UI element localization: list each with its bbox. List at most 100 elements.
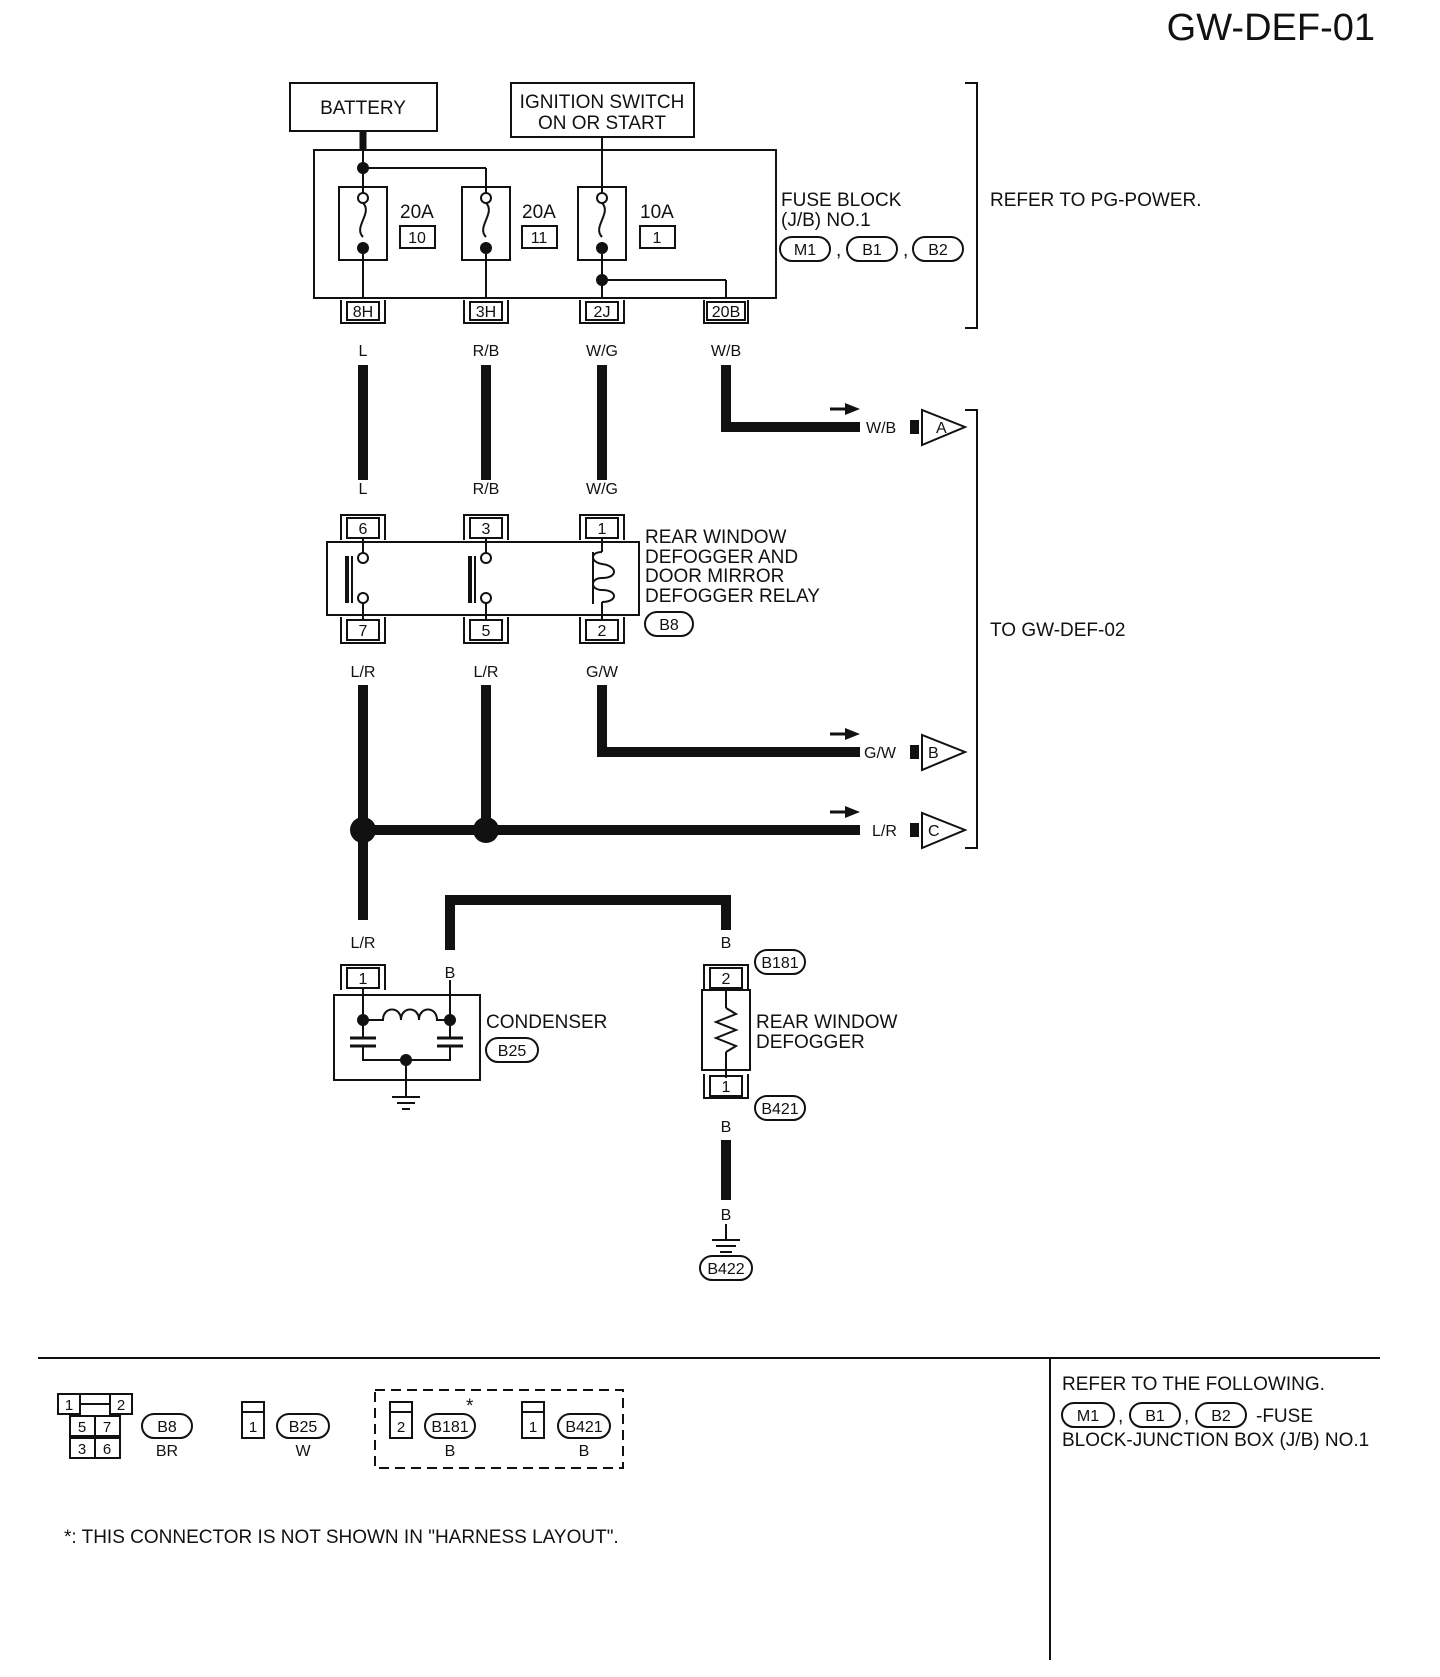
relay-connector: B8 (659, 617, 679, 634)
terminal-3h-label: 3H (476, 304, 496, 321)
defogger-wire-top: B (721, 935, 732, 952)
fuse-block-label-1: FUSE BLOCK (781, 190, 902, 211)
out-a-wire: W/B (866, 420, 896, 437)
legend-b8-pin-1: 1 (65, 1397, 73, 1414)
offpage-connector-b (921, 733, 968, 772)
refer-code-b1: B1 (1145, 1408, 1165, 1425)
condenser-pin-1: 1 (359, 971, 368, 988)
out-a-letter: A (936, 420, 947, 437)
relay-bottom-wire-7: L/R (351, 664, 376, 681)
wire-l-label: L (359, 343, 368, 360)
legend-b8-color: BR (156, 1443, 178, 1460)
defogger-bottom-connector: B421 (761, 1101, 798, 1118)
relay-top-wire-3: R/B (473, 481, 500, 498)
legend-b8-pin-2: 2 (117, 1397, 125, 1414)
legend-dashed-group (374, 1389, 624, 1469)
relay-bottom-wire-5: L/R (474, 664, 499, 681)
refer-pg-power: REFER TO PG-POWER. (990, 190, 1202, 211)
refer-desc-1: -FUSE (1256, 1406, 1313, 1427)
defogger-wire-bottom: B (721, 1119, 732, 1136)
condenser-wire-gnd: B (445, 965, 456, 982)
legend-b8-pin-6: 6 (103, 1441, 111, 1458)
refer-code-m1: M1 (1077, 1408, 1099, 1425)
offpage-connector-a (921, 408, 968, 447)
svg-text:,: , (903, 240, 908, 261)
to-gw-def-02: TO GW-DEF-02 (990, 620, 1125, 641)
relay-label-4: DEFOGGER RELAY (645, 586, 820, 607)
defogger-label-1: REAR WINDOW (756, 1012, 898, 1033)
out-c-letter: C (928, 823, 940, 840)
relay-top-wire-1: W/G (586, 481, 618, 498)
legend-b181-pin: 2 (397, 1419, 405, 1436)
out-b-wire: G/W (864, 745, 897, 762)
relay-bottom-wire-2: G/W (586, 664, 619, 681)
legend-b421-face (521, 1401, 545, 1439)
relay-pin-7: 7 (359, 623, 368, 640)
fuse-block-conn-b1: B1 (862, 242, 882, 259)
ignition-label-2: ON OR START (538, 113, 666, 134)
svg-text:,: , (1184, 1406, 1189, 1427)
legend-b25-code: B25 (289, 1419, 318, 1436)
fuse-11-amp: 20A (522, 202, 556, 223)
refer-code-b2: B2 (1211, 1408, 1231, 1425)
terminal-8h (340, 300, 386, 324)
fuse-block-conn-m1: M1 (794, 242, 816, 259)
terminal-20b-label: 20B (712, 304, 740, 321)
terminal-2j-label: 2J (594, 304, 611, 321)
splice-1 (350, 817, 376, 843)
wire-rb-label: R/B (473, 343, 500, 360)
fuse-block-box (313, 149, 777, 299)
legend-b25-face (241, 1401, 265, 1439)
offpage-connector-c (921, 811, 968, 850)
legend-b25-color: W (295, 1443, 311, 1460)
legend-b181-code: B181 (431, 1419, 468, 1436)
ground-point (699, 1255, 753, 1281)
defogger-pin-1: 1 (722, 1079, 731, 1096)
relay-box (326, 541, 640, 616)
ignition-label-1: IGNITION SWITCH (520, 92, 685, 113)
legend-note: *: THIS CONNECTOR IS NOT SHOWN IN "HARNE… (64, 1527, 619, 1548)
fuse-block-conn-b2: B2 (928, 242, 948, 259)
condenser-wire-in: L/R (351, 935, 376, 952)
page-code: GW-DEF-01 (1167, 7, 1375, 49)
legend-b8-pin-7: 7 (103, 1419, 111, 1436)
relay-pin-6: 6 (359, 521, 368, 538)
splice-2 (473, 817, 499, 843)
legend-b421-code: B421 (565, 1419, 602, 1436)
legend-b8-code: B8 (157, 1419, 177, 1436)
legend-b25-pin: 1 (249, 1419, 257, 1436)
ground-wire: B (721, 1207, 732, 1224)
relay-label-2: DEFOGGER AND (645, 547, 798, 568)
refer-desc-2: BLOCK-JUNCTION BOX (J/B) NO.1 (1062, 1430, 1369, 1451)
legend-b8-face (57, 1393, 133, 1459)
fuse-1-amp: 10A (640, 202, 674, 223)
relay-pin-2: 2 (598, 623, 607, 640)
terminal-2j (579, 300, 625, 324)
battery-label: BATTERY (320, 98, 406, 119)
fuse-10-amp: 20A (400, 202, 434, 223)
relay-top-wire-6: L (359, 481, 368, 498)
terminal-8h-label: 8H (353, 304, 373, 321)
relay-pin-1: 1 (598, 521, 607, 538)
svg-text:,: , (1118, 1406, 1123, 1427)
ground-label: B422 (707, 1261, 744, 1278)
fuse-block-label-2: (J/B) NO.1 (781, 210, 871, 231)
legend-b181-color: B (445, 1443, 456, 1460)
legend-b181-face (389, 1401, 413, 1439)
relay-label-3: DOOR MIRROR (645, 566, 784, 587)
svg-text:,: , (836, 240, 841, 261)
out-c-wire: L/R (872, 823, 897, 840)
legend-b421-color: B (579, 1443, 590, 1460)
relay-pin-5: 5 (482, 623, 491, 640)
condenser-label: CONDENSER (486, 1012, 607, 1033)
defogger-label-2: DEFOGGER (756, 1032, 865, 1053)
relay-label-1: REAR WINDOW (645, 527, 787, 548)
wire-wg-label: W/G (586, 343, 618, 360)
fuse-11-num: 11 (531, 230, 548, 247)
defogger-pin-2: 2 (722, 971, 731, 988)
legend-b8-pin-5: 5 (78, 1419, 86, 1436)
fuse-10-num: 10 (408, 230, 426, 247)
wire-wb-label: W/B (711, 343, 741, 360)
